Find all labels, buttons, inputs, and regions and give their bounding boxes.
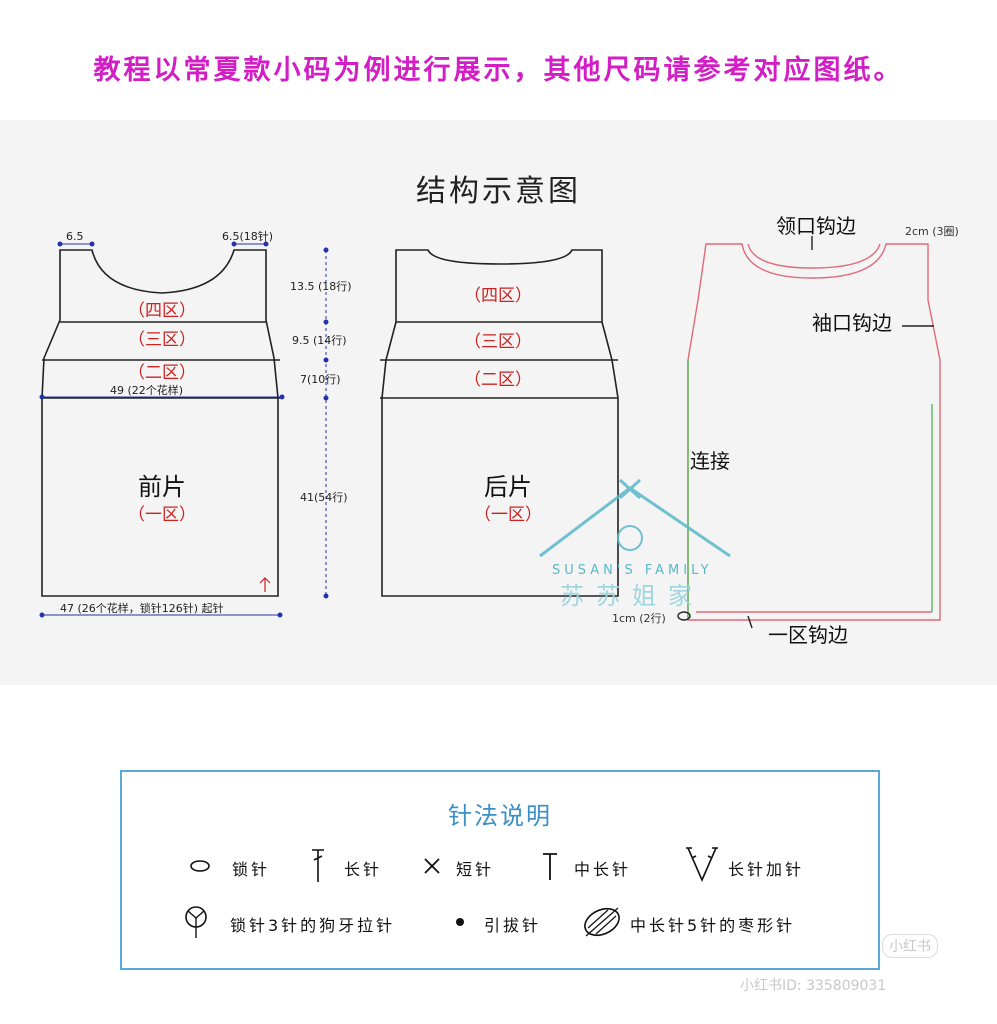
footer-badge: 小红书: [882, 934, 938, 958]
half-double-crochet-icon: [543, 853, 557, 880]
legend-item-dc-increase: 长针加针: [728, 860, 805, 879]
front-name: 前片: [138, 473, 186, 501]
front-dim-bottom: 47 (26个花样，锁针126针) 起针: [60, 601, 224, 615]
back-zone1-label: （一区）: [474, 505, 542, 525]
slip-stitch-icon: [456, 918, 464, 926]
stitch-legend: 针法说明 锁针 长针 短针 中长针 长针加针 锁针3针的狗牙拉针 引拔针 中长针…: [120, 770, 880, 970]
legend-item-puff: 中长针5针的枣形针: [630, 916, 796, 935]
legend-item-double-crochet: 长针: [344, 860, 383, 879]
legend-item-single-crochet: 短针: [456, 860, 495, 879]
legend-item-picot: 锁针3针的狗牙拉针: [230, 916, 396, 935]
join-label: 连接: [690, 449, 730, 473]
legend-item-chain: 锁针: [232, 860, 271, 879]
front-dim-h2: 7(10行): [300, 373, 341, 386]
front-zone1-label: （一区）: [128, 505, 196, 525]
front-zone3-label: （三区）: [128, 330, 196, 350]
watermark-cn: 苏苏姐家: [560, 582, 704, 610]
back-name: 后片: [484, 473, 532, 501]
back-zone2-label: （二区）: [464, 370, 532, 390]
start-arrow-icon: [259, 577, 271, 592]
front-outline: [41, 249, 279, 597]
hem-edge-label: 一区钩边: [768, 623, 848, 647]
diagram-title: 结构示意图: [416, 174, 581, 209]
assembly-piece: [677, 236, 941, 629]
front-dim-bust: 49 (22个花样): [110, 383, 183, 397]
intro-text: 教程以常夏款小码为例进行展示，其他尺码请参考对应图纸。: [93, 55, 904, 86]
front-dim-left-shoulder: 6.5: [66, 230, 84, 243]
neck-edge-dim: 2cm (3圈): [905, 225, 959, 238]
front-zone2-label: （二区）: [128, 363, 196, 383]
hem-dim: 1cm (2行): [612, 612, 666, 625]
back-zone3-label: （三区）: [464, 332, 532, 352]
legend-title: 针法说明: [448, 802, 552, 830]
picot-icon: [185, 906, 207, 938]
front-zone4-label: （四区）: [128, 301, 196, 321]
double-crochet-icon: [312, 849, 324, 882]
neck-edge-label: 领口钩边: [776, 214, 856, 238]
front-dim-h1: 41(54行): [300, 491, 348, 504]
sleeve-edge-label: 袖口钩边: [812, 311, 892, 335]
chain-stitch-icon: [190, 860, 210, 872]
diagram-panel: [0, 120, 997, 685]
back-zone4-label: （四区）: [464, 286, 532, 306]
front-piece: [41, 249, 280, 597]
legend-item-slip: 引拔针: [484, 916, 542, 935]
watermark-logo: [539, 478, 731, 558]
legend-item-half-double: 中长针: [574, 860, 632, 879]
front-dim-right-shoulder: 6.5(18针): [222, 229, 273, 243]
double-crochet-increase-icon: [686, 847, 718, 882]
single-crochet-icon: [424, 858, 440, 874]
watermark-en: SUSAN'S FAMILY: [552, 563, 713, 578]
puff-stitch-icon: [584, 907, 620, 937]
front-dim-h3: 9.5 (14行): [292, 334, 347, 347]
front-dim-h4: 13.5 (18行): [290, 280, 352, 293]
footer-id: 小红书ID: 335809031: [740, 978, 887, 994]
